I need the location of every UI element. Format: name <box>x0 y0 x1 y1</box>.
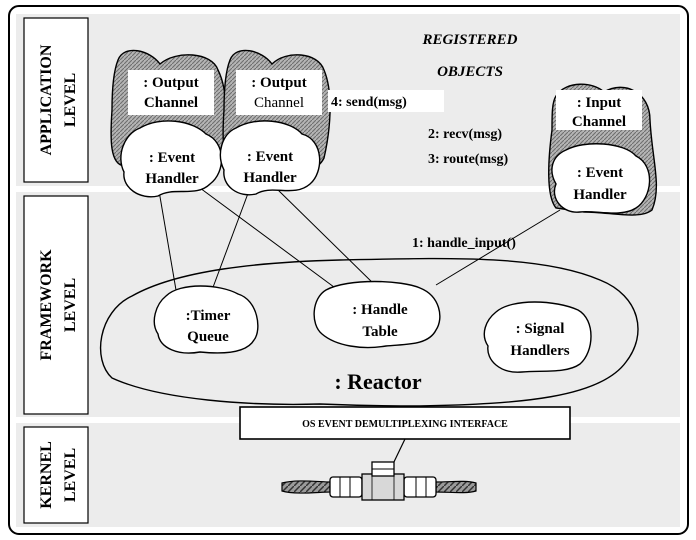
timer-queue-label: :Timer <box>186 308 231 324</box>
output-channel-1-label-box <box>128 70 214 115</box>
input-channel-name-line2: Channel <box>572 114 626 130</box>
handle-table-label: : Handle <box>352 302 408 318</box>
link-handler1-timer <box>157 184 177 291</box>
kernel-level-sublabel: LEVEL <box>62 448 79 502</box>
send-message: 4: send(msg) <box>331 95 407 110</box>
link-input-handler-handle-table <box>435 209 561 286</box>
signal-handlers-label: : Signal <box>516 321 565 337</box>
framework-level-label: FRAMEWORK <box>38 249 55 361</box>
output-channel-2-label-box <box>236 70 322 115</box>
handle-table-cloud <box>313 280 441 349</box>
signal-handlers-label-line2: Handlers <box>510 343 569 359</box>
application-level-label: APPLICATION <box>38 44 55 155</box>
kernel-level-box <box>23 426 89 524</box>
kernel-band <box>16 423 680 527</box>
recv-message: 2: recv(msg) <box>428 127 502 142</box>
application-level-sublabel: LEVEL <box>62 73 79 127</box>
registered-objects-title: REGISTERED <box>421 32 517 48</box>
output-channel-1-handler-label-line2: Handler <box>145 171 199 187</box>
input-channel-name: : Input <box>577 95 622 111</box>
output-channel-2-handler-label-line2: Handler <box>243 170 297 186</box>
reactor-outline <box>99 257 639 407</box>
link-handler2-handle-table <box>275 187 379 289</box>
send-label-bg <box>328 90 444 112</box>
output-channel-2-handler-label: : Event <box>247 149 293 165</box>
output-channel-1-name: : Output <box>143 75 198 91</box>
input-channel-handler-label-line2: Handler <box>573 187 627 203</box>
os-interface-label: OS EVENT DEMULTIPLEXING INTERFACE <box>302 419 508 430</box>
os-interface-box <box>239 406 571 440</box>
handle-table-label-line2: Table <box>362 324 398 340</box>
signal-handlers-cloud <box>483 301 592 373</box>
application-level-box <box>23 17 89 183</box>
framework-level-sublabel: LEVEL <box>62 278 79 332</box>
route-message: 3: route(msg) <box>428 152 509 167</box>
output-channel-1-handler-label: : Event <box>149 150 195 166</box>
framework-level-box <box>23 195 89 415</box>
output-channel-2-name: : Output <box>251 75 306 91</box>
link-handler1-handle-table <box>199 187 339 291</box>
input-channel-handler-label: : Event <box>577 165 623 181</box>
handle-input-message: 1: handle_input() <box>412 236 516 251</box>
output-channel-1-handler-cloud <box>120 120 223 198</box>
reactor-label: : Reactor <box>334 369 422 394</box>
output-channel-2-name-line2: Channel <box>254 95 304 111</box>
network-connector-icon <box>281 438 477 501</box>
output-channel-2-handler-cloud <box>219 120 321 196</box>
link-handler2-timer <box>211 187 251 291</box>
output-channel-1-name-line2: Channel <box>144 95 198 111</box>
kernel-level-label: KERNEL <box>38 441 55 509</box>
input-channel-handler-cloud <box>551 143 651 214</box>
timer-queue-label-line2: Queue <box>187 329 229 345</box>
timer-queue-cloud <box>153 285 259 354</box>
input-channel-label-box <box>556 90 642 130</box>
registered-objects-subtitle: OBJECTS <box>437 64 503 80</box>
